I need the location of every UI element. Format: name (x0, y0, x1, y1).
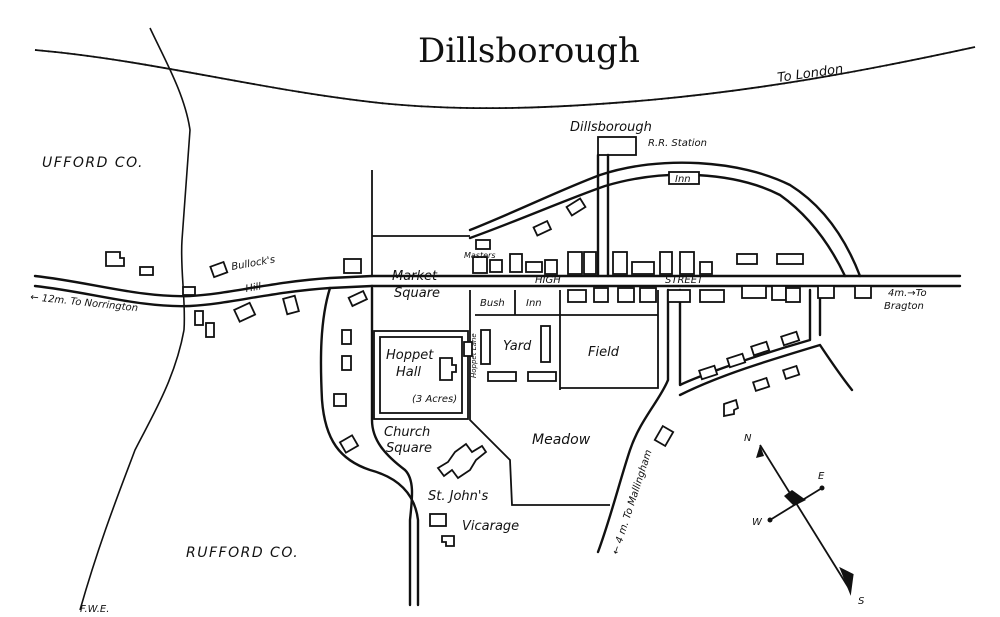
buildings-yard (463, 325, 557, 382)
compass-e: E (818, 471, 825, 482)
buildings-station-road (475, 197, 587, 250)
vicarage-building (429, 513, 447, 527)
artist-signature: F.W.E. (80, 604, 109, 615)
compass-n: N (744, 433, 752, 444)
buildings-high-street-north (472, 251, 804, 275)
map-title: Dillsborough (418, 31, 640, 71)
inn-top-label: Inn (675, 174, 691, 185)
st-johns-church (436, 442, 488, 480)
hoppet-hall-label-2: Hall (396, 365, 421, 380)
high-street-label: HIGH (535, 275, 561, 286)
field-label: Field (588, 345, 620, 360)
buildings-southeast (653, 330, 801, 448)
inn-label: Inn (526, 298, 542, 309)
street-label: STREET (665, 275, 704, 286)
railway-station (597, 136, 637, 156)
compass-rose (756, 444, 854, 596)
hill-label: Hill (245, 281, 263, 295)
meadow-label: Meadow (532, 432, 591, 448)
yard-label: Yard (503, 339, 532, 354)
rufford-county-label: RUFFORD CO. (186, 545, 299, 561)
market-square-label-2: Square (394, 286, 440, 301)
hoppet-hall-label-1: Hoppet (386, 348, 434, 363)
hoppet-lane-label: Hoppet Lane (470, 333, 478, 378)
bush-label: Bush (480, 298, 505, 309)
county-boundary-south (79, 329, 185, 611)
railway-label: To London (776, 62, 844, 86)
ufford-county-label: UFFORD CO. (42, 155, 144, 171)
railway-line (34, 46, 976, 110)
acres-label: (3 Acres) (412, 394, 457, 405)
buildings-high-street-south (567, 285, 872, 303)
masters-label: Masters (464, 251, 496, 260)
norrington-label: ← 12m. To Norrington (30, 292, 139, 314)
bragton-label-1: 4m.→To (888, 288, 927, 299)
mallingham-road (596, 288, 670, 554)
hoppet-hall-grounds (373, 330, 469, 420)
bragton-label-2: Bragton (884, 301, 924, 312)
buildings-west (105, 251, 362, 338)
road-norrington (33, 274, 374, 298)
market-square-label-1: Market (392, 269, 438, 284)
station-name: Dillsborough (570, 120, 652, 135)
compass-s: S (858, 596, 865, 607)
st-johns-label: St. John's (428, 489, 488, 504)
station-road (468, 161, 862, 278)
church-square-label-1: Church (384, 425, 430, 440)
vicarage-label: Vicarage (462, 519, 519, 534)
buildings-church-lane (333, 289, 369, 454)
county-boundary-north (149, 27, 191, 331)
mallingham-label: ← 4 m. To Mallingham (610, 448, 654, 556)
compass-w: W (752, 517, 763, 528)
church-lane (319, 286, 420, 607)
bullocks-label: Bullock's (231, 254, 276, 272)
church-square-label-2: Square (386, 441, 432, 456)
station-sub: R.R. Station (648, 138, 707, 149)
